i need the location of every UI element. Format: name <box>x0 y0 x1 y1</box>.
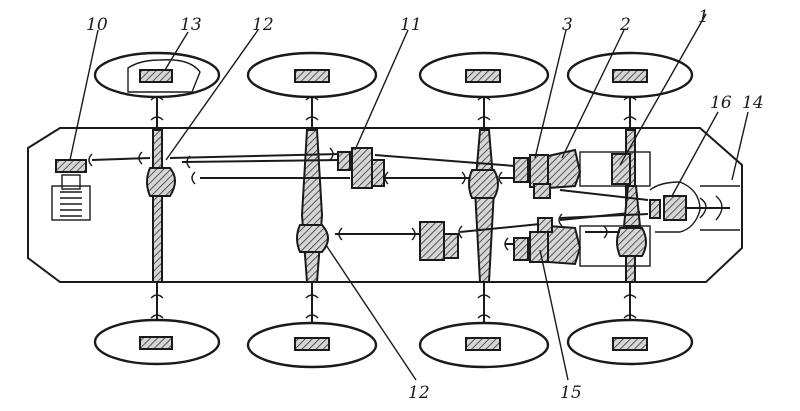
label-3: 3 <box>562 15 573 35</box>
hub-reducer-13-outline <box>127 59 201 93</box>
half-shafts <box>156 97 631 323</box>
axle-1 <box>146 129 176 283</box>
label-16: 16 <box>710 93 732 113</box>
pump-drive-14 <box>686 185 740 231</box>
hub-reducer-top-1 <box>139 69 173 83</box>
gearbox-upper <box>513 148 582 199</box>
steering-unit-10 <box>51 159 91 221</box>
wheels-bottom <box>93 318 694 369</box>
engine-1 <box>579 151 651 267</box>
hub-reducer-top-2 <box>294 69 330 83</box>
label-14: 14 <box>742 93 764 113</box>
axle-2-differential <box>296 224 329 253</box>
label-2: 2 <box>619 15 631 35</box>
axle-4-differential <box>616 227 647 257</box>
hull-outline <box>27 127 743 283</box>
hub-reducer-bottom-3 <box>465 337 501 351</box>
gearbox-lower-15 <box>513 217 582 266</box>
hub-reducer-bottom-4 <box>612 337 648 351</box>
label-1: 1 <box>698 7 709 27</box>
hub-reducer-bottom-1 <box>139 336 173 350</box>
hub-reducer-top-4 <box>612 69 648 83</box>
hub-reducer-bottom-2 <box>294 337 330 351</box>
label-15: 15 <box>560 383 582 403</box>
label-13: 13 <box>180 15 202 35</box>
leader-lines <box>69 13 749 381</box>
axle-2 <box>296 129 329 283</box>
hub-reducer-top-3 <box>465 69 501 83</box>
label-12-top: 12 <box>252 15 274 35</box>
transfer-box-11 <box>337 147 385 189</box>
wheel-hub-reducers <box>139 69 648 351</box>
callout-labels: 10 13 12 11 3 2 1 16 14 12 15 <box>86 7 764 403</box>
label-10: 10 <box>86 15 108 35</box>
axle-3 <box>468 129 499 283</box>
shaft-joints <box>150 96 637 319</box>
label-12-bottom: 12 <box>408 383 430 403</box>
axle-3-differential <box>468 169 499 199</box>
axle-1-differential <box>146 167 176 197</box>
transfer-box-lower <box>419 221 459 261</box>
label-11: 11 <box>400 15 422 35</box>
